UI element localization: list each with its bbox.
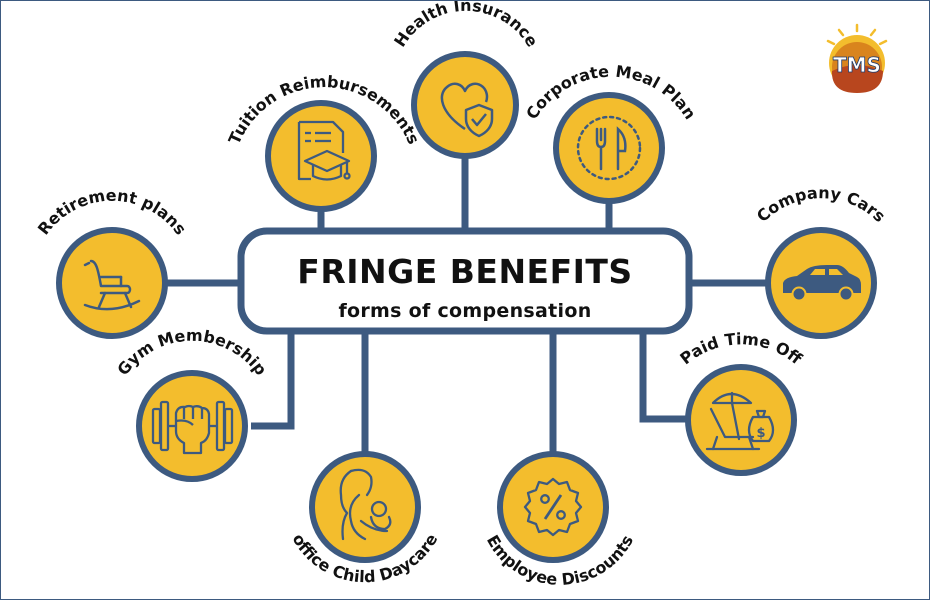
connector-lines	[164, 155, 767, 461]
benefit-gym-membership: Gym Membership	[113, 326, 271, 482]
benefit-tuition-reimbursements: Tuition Reimbursements	[225, 72, 423, 212]
benefit-paid-time-off: $ Paid Time Off	[676, 329, 806, 476]
benefit-company-cars: Company Cars	[753, 183, 889, 339]
benefit-health-insurance: Health Insurance	[390, 1, 542, 159]
heart-shield-icon	[440, 82, 494, 138]
graduation-document-icon	[297, 120, 351, 181]
benefit-corporate-meal-plan: Corporate Meal Plan	[522, 62, 700, 204]
tms-logo: TMS	[826, 23, 888, 93]
dumbbell-fist-icon	[151, 400, 234, 455]
benefit-label: Health Insurance	[390, 1, 542, 50]
benefit-office-child-daycare: office Child Daycare	[289, 451, 441, 586]
beach-chair-umbrella-icon	[705, 391, 775, 451]
car-icon	[783, 265, 861, 302]
benefit-employee-discounts: Employee Discounts	[483, 451, 637, 589]
sun-rays	[826, 23, 888, 46]
connector-pto	[639, 331, 691, 423]
logo-text: TMS	[833, 53, 881, 77]
connector-gym	[251, 331, 295, 430]
percent-badge-icon	[523, 477, 583, 537]
rocking-chair-icon	[83, 259, 141, 311]
benefit-label: Company Cars	[753, 183, 889, 226]
main-subtitle: forms of compensation	[338, 300, 591, 322]
dollar-sign-icon: $	[756, 426, 765, 441]
benefit-retirement-plans: Retirement plans	[34, 186, 190, 339]
center-title-box: FRINGE BENEFITS forms of compensation	[237, 227, 693, 335]
plate-fork-knife-icon	[576, 115, 642, 181]
mother-child-icon	[339, 468, 392, 541]
main-title: FRINGE BENEFITS	[297, 252, 632, 291]
benefit-label: Paid Time Off	[676, 329, 806, 369]
